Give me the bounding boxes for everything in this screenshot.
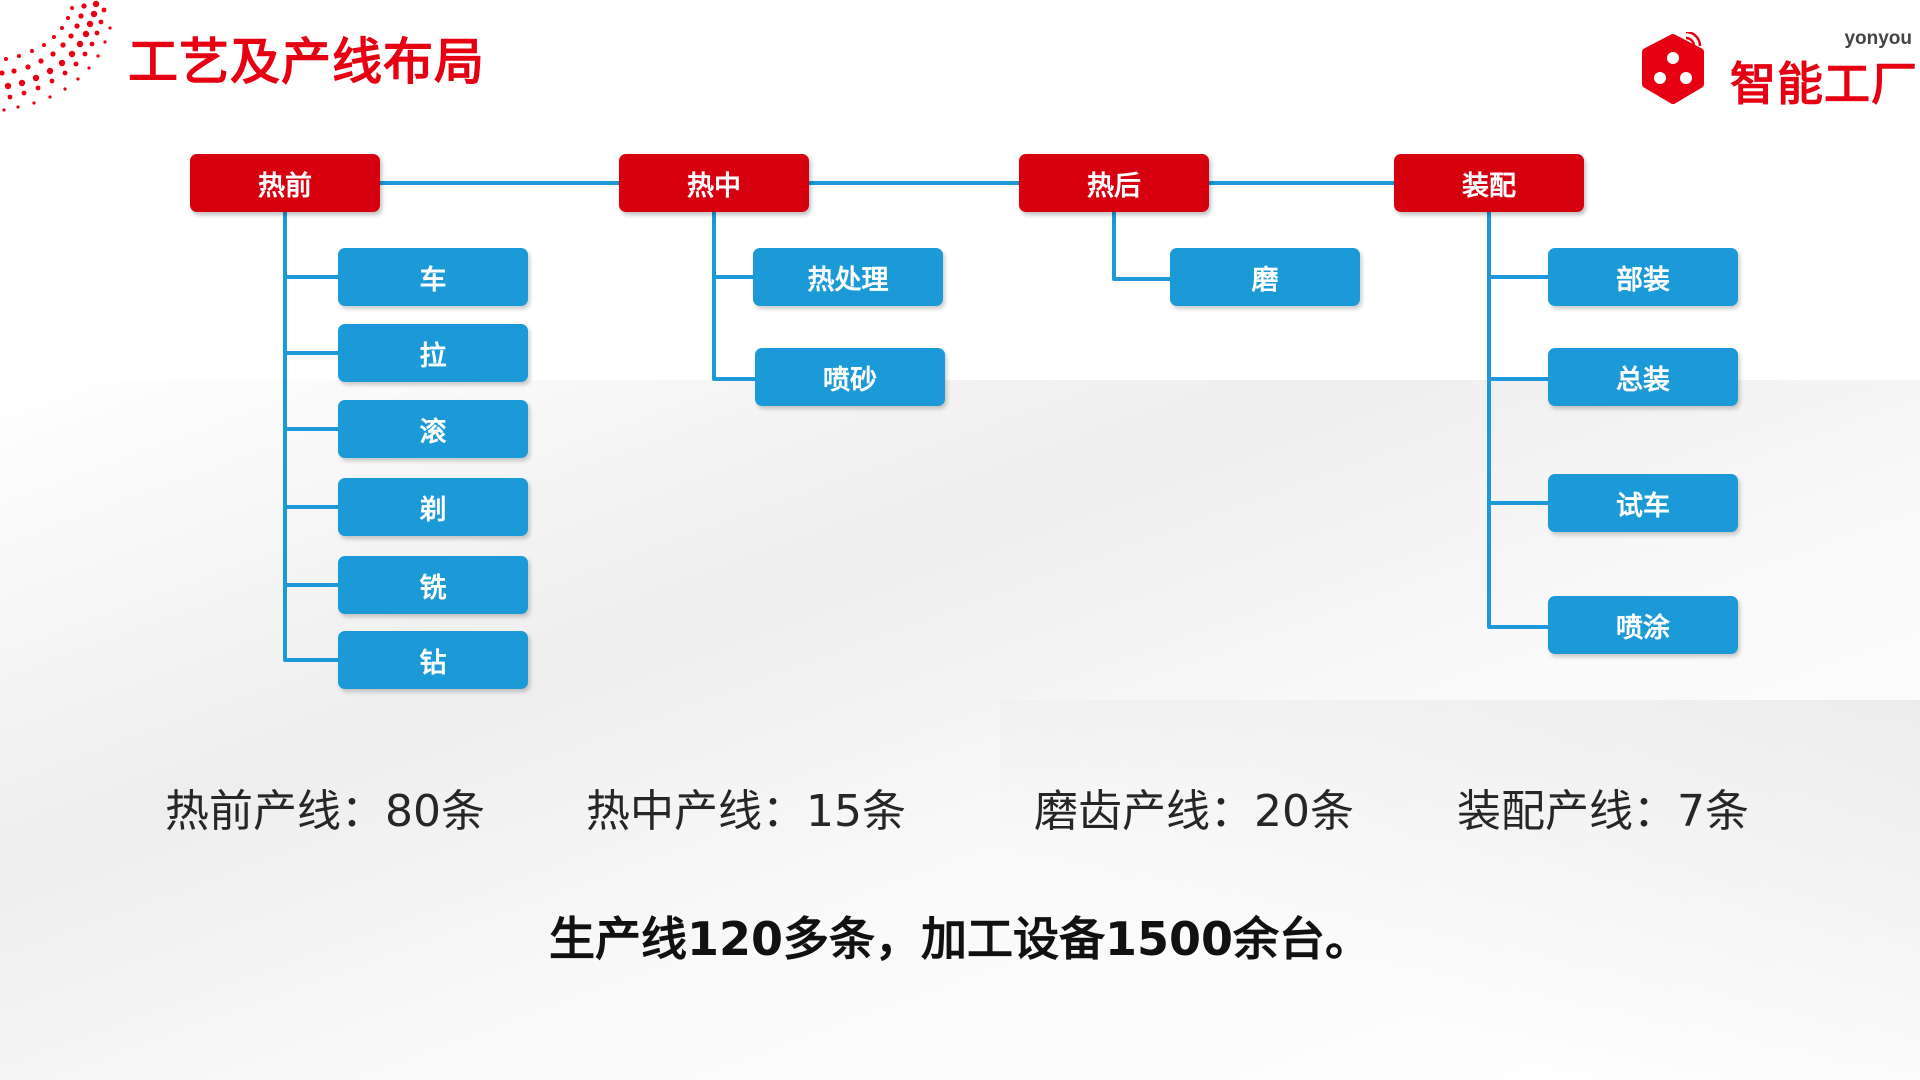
page-title: 工艺及产线布局 <box>128 33 485 91</box>
stat-re-qian-lines: 热前产线：80条 <box>165 786 485 837</box>
summary-text: 生产线120多条，加工设备1500余台。 <box>548 912 1372 966</box>
process-node-re-hou: 热后 <box>1019 154 1209 212</box>
stat-mo-chi-lines: 磨齿产线：20条 <box>1034 786 1354 837</box>
step-node: 剃 <box>338 478 528 536</box>
step-node: 试车 <box>1548 474 1738 532</box>
yonyou-logo-icon <box>1642 32 1704 104</box>
step-node: 热处理 <box>753 248 943 306</box>
branch-re-zhong <box>712 210 757 381</box>
step-node: 铣 <box>338 556 528 614</box>
stat-re-zhong-lines: 热中产线：15条 <box>586 786 906 837</box>
step-node: 钻 <box>338 631 528 689</box>
branch-re-hou <box>1112 210 1174 281</box>
logo-brand-text: yonyou <box>1844 28 1912 49</box>
stat-zhuang-pei-lines: 装配产线：7条 <box>1457 786 1749 837</box>
step-node: 喷砂 <box>755 348 945 406</box>
background-shade-right <box>1000 700 1920 1080</box>
step-node: 部装 <box>1548 248 1738 306</box>
logo-text: 智能工厂 <box>1730 57 1918 111</box>
brand-logo: yonyou 智能工厂 <box>1636 18 1920 111</box>
step-node: 车 <box>338 248 528 306</box>
decorative-dots <box>0 0 112 112</box>
process-node-zhuang-pei: 装配 <box>1394 154 1584 212</box>
step-node: 总装 <box>1548 348 1738 406</box>
step-node: 喷涂 <box>1548 596 1738 654</box>
step-node: 拉 <box>338 324 528 382</box>
process-node-re-qian: 热前 <box>190 154 380 212</box>
step-node: 滚 <box>338 400 528 458</box>
branch-re-qian <box>283 210 342 662</box>
branch-zhuang-pei <box>1487 210 1552 629</box>
step-node: 磨 <box>1170 248 1360 306</box>
process-node-re-zhong: 热中 <box>619 154 809 212</box>
